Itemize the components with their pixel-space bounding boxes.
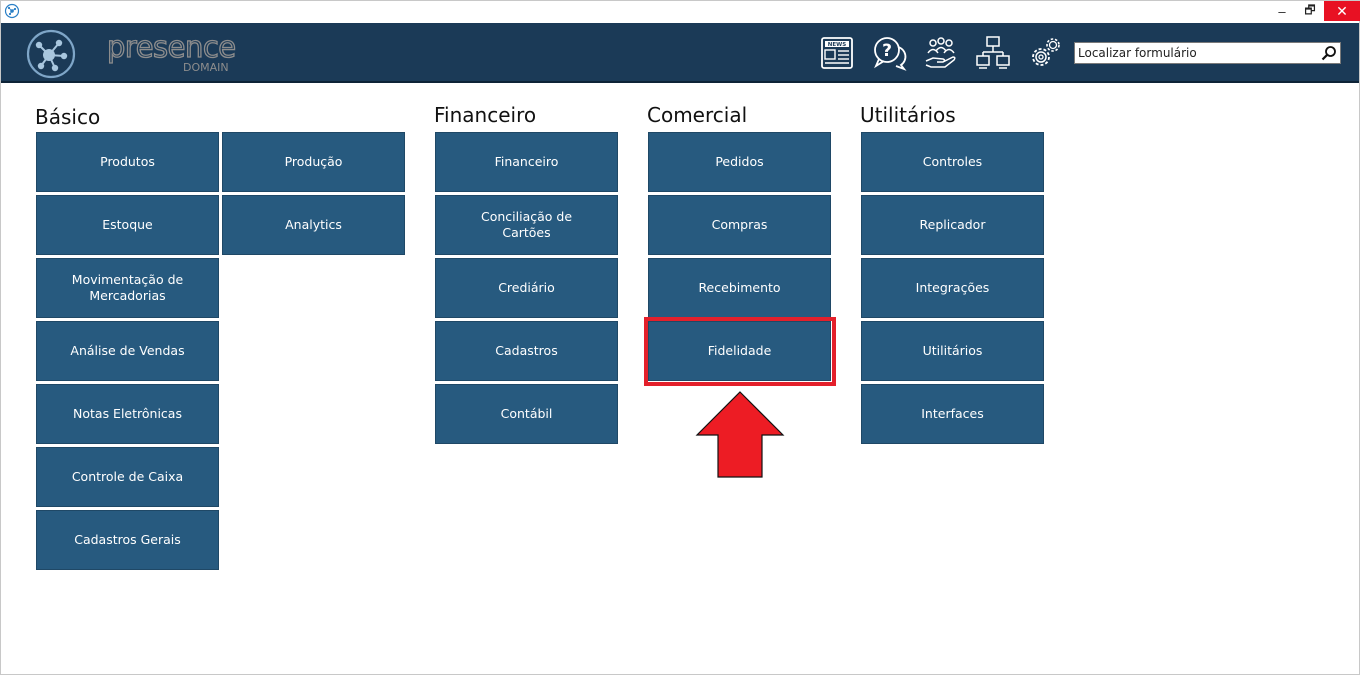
network-logo-icon	[26, 29, 76, 79]
tile-producao[interactable]: Produção	[222, 132, 405, 192]
tile-conciliacao-cartoes[interactable]: Conciliação de Cartões	[435, 195, 618, 255]
search-icon	[1321, 46, 1336, 61]
settings-gears-icon[interactable]	[1027, 35, 1063, 71]
tile-analytics[interactable]: Analytics	[222, 195, 405, 255]
tile-pedidos[interactable]: Pedidos	[648, 132, 831, 192]
highlight-box	[644, 317, 836, 386]
red-arrow-up-icon	[695, 391, 785, 478]
tile-notas-eletronicas[interactable]: Notas Eletrônicas	[36, 384, 219, 444]
svg-text:NEWS: NEWS	[828, 42, 846, 48]
tile-controle-caixa[interactable]: Controle de Caixa	[36, 447, 219, 507]
tile-financeiro[interactable]: Financeiro	[435, 132, 618, 192]
tile-crediario[interactable]: Crediário	[435, 258, 618, 318]
app-logo-icon	[4, 3, 20, 19]
minimize-button[interactable]: –	[1278, 3, 1286, 19]
tile-contabil[interactable]: Contábil	[435, 384, 618, 444]
section-title-basico: Básico	[35, 105, 101, 129]
tile-estoque[interactable]: Estoque	[36, 195, 219, 255]
tile-cadastros[interactable]: Cadastros	[435, 321, 618, 381]
close-button[interactable]: ✕	[1324, 1, 1360, 21]
section-title-utilitarios: Utilitários	[860, 103, 956, 127]
network-icon[interactable]	[975, 35, 1011, 71]
tile-integracoes[interactable]: Integrações	[861, 258, 1044, 318]
tile-replicador[interactable]: Replicador	[861, 195, 1044, 255]
brand-subtitle: DOMAIN	[183, 61, 229, 74]
users-hand-icon[interactable]	[923, 35, 959, 71]
svg-text:?: ?	[882, 41, 892, 61]
tile-fidelidade[interactable]: Fidelidade	[648, 321, 831, 381]
search-button[interactable]	[1318, 43, 1340, 63]
tile-recebimento[interactable]: Recebimento	[648, 258, 831, 318]
tile-movimentacao-mercadorias[interactable]: Movimentação de Mercadorias	[36, 258, 219, 318]
search-input[interactable]	[1075, 44, 1318, 62]
tile-controles[interactable]: Controles	[861, 132, 1044, 192]
tile-analise-vendas[interactable]: Análise de Vendas	[36, 321, 219, 381]
app-header: presence DOMAIN NEWS ?	[1, 23, 1359, 83]
search-box	[1074, 42, 1341, 64]
restore-button[interactable]: 🗗	[1304, 2, 1316, 17]
tile-interfaces[interactable]: Interfaces	[861, 384, 1044, 444]
tile-utilitarios[interactable]: Utilitários	[861, 321, 1044, 381]
presence-domain-logo: presence DOMAIN	[107, 31, 237, 74]
tile-cadastros-gerais[interactable]: Cadastros Gerais	[36, 510, 219, 570]
brand-name: presence	[107, 31, 236, 64]
section-title-comercial: Comercial	[647, 103, 748, 127]
title-bar: – 🗗 ✕	[1, 1, 1360, 23]
tile-compras[interactable]: Compras	[648, 195, 831, 255]
tile-produtos[interactable]: Produtos	[36, 132, 219, 192]
help-chat-icon[interactable]: ?	[871, 35, 907, 71]
news-icon[interactable]: NEWS	[819, 35, 855, 71]
section-title-financeiro: Financeiro	[434, 103, 537, 127]
